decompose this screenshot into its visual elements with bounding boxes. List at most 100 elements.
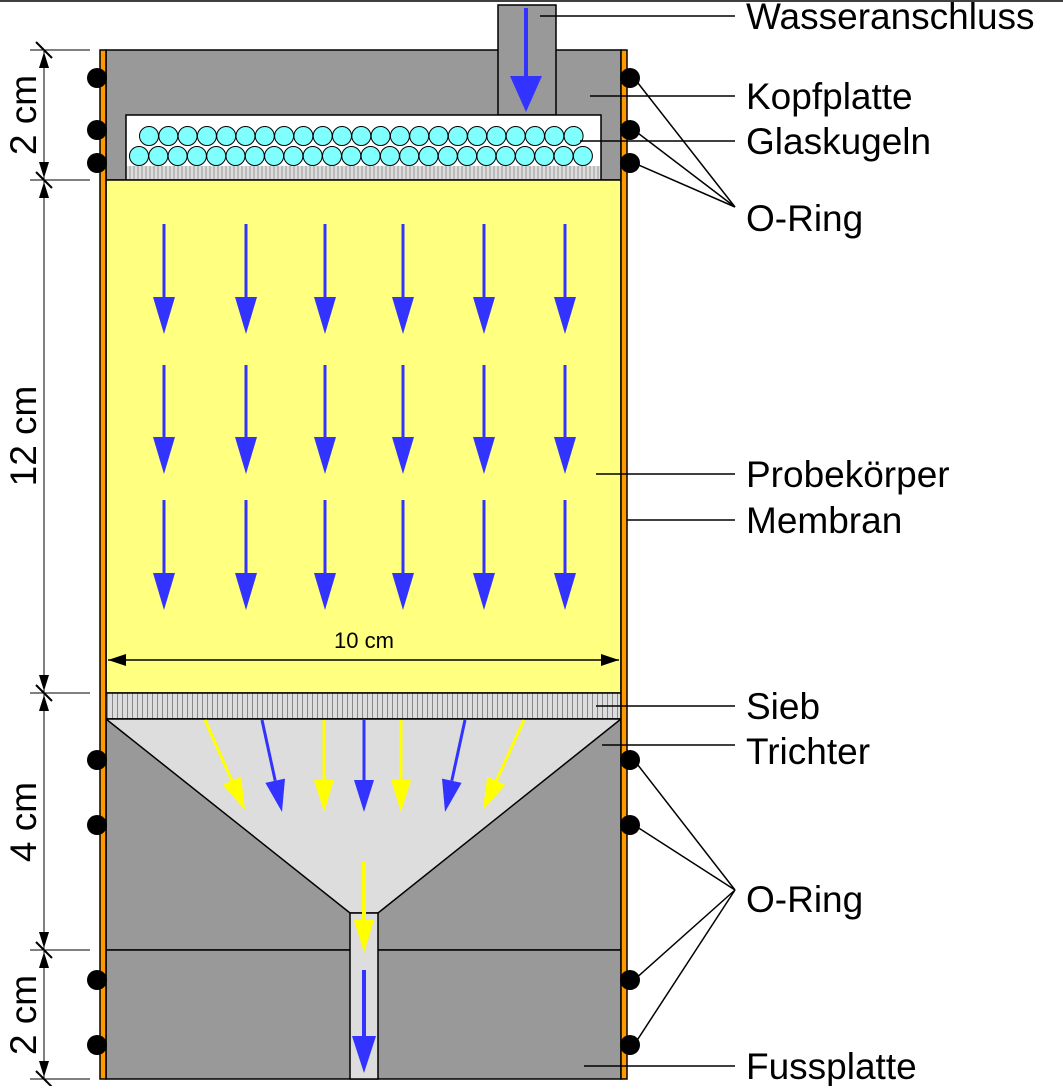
height-dimensions	[30, 41, 90, 1088]
glass-bead	[293, 126, 314, 146]
glass-bead	[447, 126, 468, 146]
outlet-flow-arrows	[352, 862, 376, 1073]
glass-bead	[129, 146, 149, 166]
o-rings	[87, 68, 640, 1055]
glass-bead	[302, 146, 323, 166]
glass-bead	[525, 126, 545, 146]
flow-arrow	[473, 500, 495, 610]
glass-bead	[274, 126, 295, 146]
glass-bead	[467, 126, 488, 146]
label-glaskugeln: Glaskugeln	[746, 121, 931, 162]
glass-bead	[186, 146, 207, 166]
flow-arrow	[153, 500, 175, 610]
glass-bead	[370, 126, 391, 146]
funnel-flow-arrow	[260, 719, 285, 812]
flow-arrow	[235, 500, 257, 610]
glass-bead	[264, 146, 285, 166]
label-probekoerper: Probekörper	[746, 454, 950, 495]
membran-right	[620, 49, 628, 1080]
leader-lines	[540, 15, 736, 1067]
label-fussplatte: Fussplatte	[746, 1046, 917, 1086]
glass-bead	[389, 126, 410, 146]
inlet-flow-arrow	[510, 8, 542, 112]
dim-foot-label: 2 cm	[3, 975, 44, 1055]
glass-bead	[322, 146, 342, 166]
flow-arrow	[235, 224, 257, 334]
membran-left	[99, 49, 107, 1080]
glass-bead	[486, 126, 507, 146]
glass-bead	[206, 146, 227, 166]
glass-bead	[476, 146, 497, 166]
flow-arrow	[554, 365, 576, 474]
glass-bead	[216, 126, 237, 146]
flow-arrow	[473, 365, 495, 474]
flow-arrow	[235, 365, 257, 474]
glass-bead	[437, 146, 458, 166]
glass-bead	[418, 146, 439, 166]
glass-bead	[351, 126, 372, 146]
flow-arrow	[314, 224, 336, 334]
flow-arrow	[392, 365, 414, 474]
label-kopfplatte: Kopfplatte	[746, 76, 913, 117]
label-o-ring-top: O-Ring	[746, 198, 863, 239]
sample-flow-arrows	[153, 224, 576, 610]
glass-bead	[167, 146, 188, 166]
glass-bead	[148, 146, 169, 166]
label-o-ring-bottom: O-Ring	[746, 879, 863, 920]
glass-bead	[534, 146, 555, 166]
glass-bead	[360, 146, 381, 166]
funnel-flow-arrow	[314, 720, 334, 812]
glass-bead	[428, 126, 449, 146]
funnel-flow-arrow	[391, 720, 411, 812]
flow-arrow	[554, 500, 576, 610]
flow-arrow	[392, 500, 414, 610]
glass-bead	[139, 126, 159, 146]
glass-bead	[177, 126, 198, 146]
label-wasseranschluss: Wasseranschluss	[746, 0, 1035, 37]
dim-funnel-label: 4 cm	[3, 782, 44, 862]
funnel-flow-arrow	[442, 719, 467, 812]
flow-arrow	[314, 365, 336, 474]
funnel-flow-arrow	[354, 720, 374, 812]
label-trichter: Trichter	[746, 731, 870, 772]
flow-arrow	[392, 224, 414, 334]
glass-bead	[341, 146, 362, 166]
glass-bead	[235, 126, 256, 146]
dim-top-label: 2 cm	[3, 75, 44, 155]
glass-bead	[457, 146, 478, 166]
funnel-flow-arrow	[483, 719, 526, 810]
width-dimension-label: 10 cm	[334, 628, 394, 653]
glass-bead	[495, 146, 516, 166]
glass-bead	[312, 126, 333, 146]
label-sieb: Sieb	[746, 686, 820, 727]
glass-bead	[409, 126, 430, 146]
funnel-flow-arrows	[203, 719, 526, 812]
label-membran: Membran	[746, 500, 902, 541]
funnel-flow-arrow	[203, 719, 245, 810]
glass-beads	[129, 126, 593, 166]
sieb	[105, 692, 622, 720]
glass-bead	[515, 146, 535, 166]
glass-bead	[254, 126, 275, 146]
glass-bead	[544, 126, 565, 146]
glass-bead	[553, 146, 574, 166]
flow-arrow	[153, 365, 175, 474]
glass-bead	[283, 146, 304, 166]
flow-arrow	[314, 500, 336, 610]
glass-bead	[505, 126, 526, 146]
flow-arrow	[473, 224, 495, 334]
head-sieve	[127, 166, 600, 179]
glass-bead	[158, 126, 179, 146]
glass-bead	[244, 146, 265, 166]
glass-bead	[563, 126, 584, 146]
width-dimension: 10 cm	[108, 628, 619, 666]
glass-bead	[332, 126, 352, 146]
glass-bead	[196, 126, 217, 146]
flow-arrow	[153, 224, 175, 334]
glass-bead	[379, 146, 400, 166]
dim-sample-label: 12 cm	[3, 386, 44, 487]
glass-bead	[225, 146, 246, 166]
glass-bead	[572, 146, 593, 166]
